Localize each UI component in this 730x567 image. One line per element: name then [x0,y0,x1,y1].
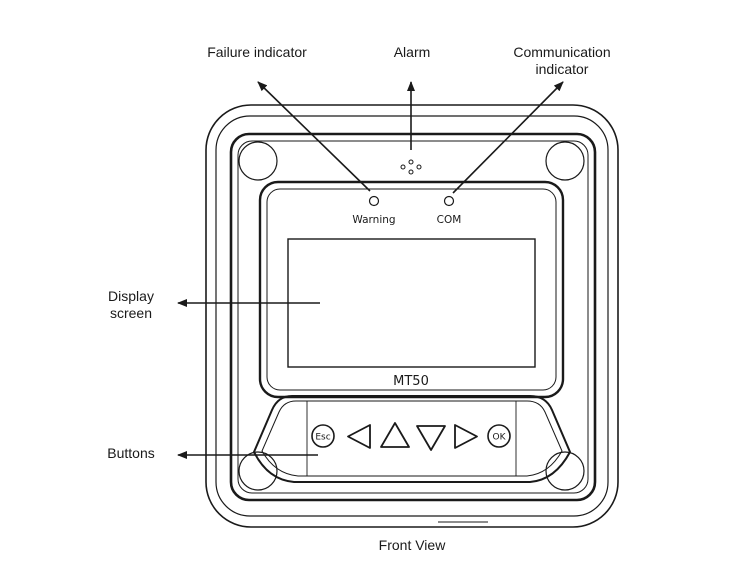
mounting-hole-top-left [238,141,278,181]
com-led [443,195,455,207]
failure-indicator-arrow [257,81,371,192]
mounting-hole-bottom-left [238,451,278,491]
model-label: MT50 [393,374,429,389]
up-arrow-button[interactable] [380,422,410,448]
mounting-hole-top-right [545,141,585,181]
communication-indicator-arrow [452,81,564,194]
mounting-hole-bottom-right [545,451,585,491]
right-arrow-button[interactable] [454,424,478,449]
display-screen-label-line2: screen [110,305,152,321]
left-arrow-button[interactable] [347,424,371,449]
display-screen-label-line1: Display [108,288,154,304]
alarm-speaker-holes [400,159,422,175]
front-view-caption: Front View [379,537,447,553]
com-label: COM [437,214,462,226]
esc-button-label: Esc [315,433,330,443]
down-arrow-button[interactable] [416,425,446,451]
ok-button-label: OK [493,433,507,443]
screen-bezel [258,180,565,399]
alarm-label: Alarm [394,44,431,60]
failure-indicator-label: Failure indicator [207,44,307,60]
buttons-label: Buttons [107,445,154,461]
esc-button[interactable]: Esc [311,424,335,448]
communication-indicator-label-line1: Communication [513,44,610,60]
warning-label: Warning [352,214,395,226]
mounting-holes [238,141,585,491]
device-housing [205,104,619,528]
communication-indicator-label-line2: indicator [536,61,589,77]
button-panel [252,395,572,483]
ok-button[interactable]: OK [487,424,511,448]
warning-led [368,195,380,207]
display-window [287,238,536,368]
